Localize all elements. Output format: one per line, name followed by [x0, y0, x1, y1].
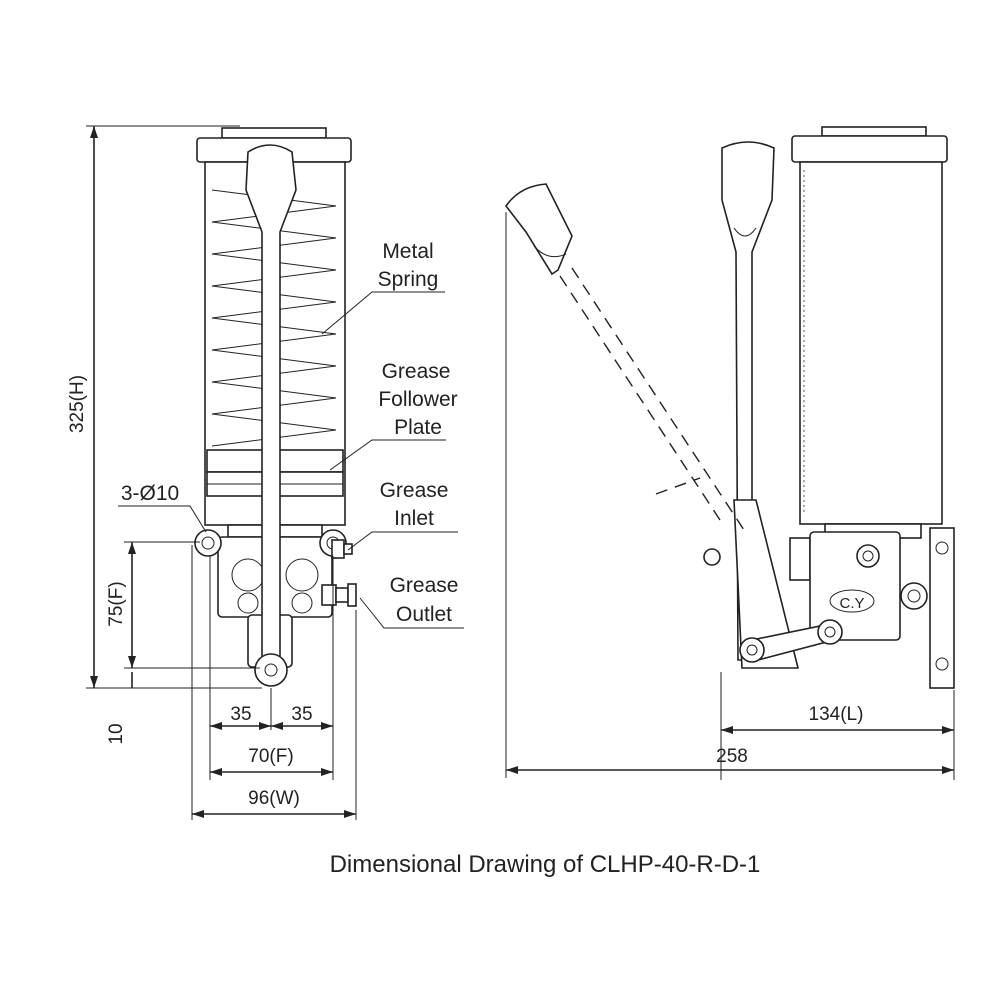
side-reservoir — [791, 126, 948, 539]
grease-outlet-fitting — [321, 583, 357, 607]
dim-fixing-width: 70(F) — [248, 746, 293, 767]
side-view: C.Y — [505, 126, 955, 689]
side-handle — [721, 141, 800, 669]
label-follower-line1: Grease — [382, 360, 451, 383]
label-follower-line3: Plate — [394, 416, 442, 439]
label-mounting-holes: 3-Ø10 — [121, 482, 179, 505]
pump-handle — [245, 144, 297, 687]
dim-height: 325(H) — [67, 375, 88, 433]
label-grease-inlet-line2: Inlet — [394, 507, 434, 530]
front-view — [194, 127, 357, 687]
metal-spring — [211, 189, 337, 447]
label-grease-inlet-line1: Grease — [380, 479, 449, 502]
brand-mark: C.Y — [839, 595, 864, 612]
handle-phantom-position — [505, 183, 745, 531]
dim-width: 96(W) — [248, 788, 300, 809]
label-metal-spring-line1: Metal — [382, 240, 433, 263]
dim-length: 134(L) — [809, 704, 864, 725]
drawing-caption: Dimensional Drawing of CLHP-40-R-D-1 — [330, 851, 761, 878]
label-grease-outlet-line1: Grease — [390, 574, 459, 597]
dim-fixing-height: 75(F) — [106, 581, 127, 626]
side-link-arm — [739, 619, 843, 663]
grease-inlet-fitting — [331, 539, 353, 559]
side-pump-body: C.Y — [789, 531, 928, 641]
dim-total-length: 258 — [716, 746, 748, 767]
callout-leaders — [118, 291, 464, 629]
label-grease-outlet-line2: Outlet — [396, 603, 452, 626]
label-follower-line2: Follower — [378, 388, 457, 411]
mounting-bracket — [929, 527, 955, 689]
dimension-lines — [86, 125, 955, 820]
dim-half-right: 35 — [291, 704, 312, 725]
dim-half-left: 35 — [230, 704, 251, 725]
dim-base-offset: 10 — [106, 723, 127, 744]
label-metal-spring-line2: Spring — [378, 268, 439, 291]
pivot-pin — [703, 548, 721, 566]
